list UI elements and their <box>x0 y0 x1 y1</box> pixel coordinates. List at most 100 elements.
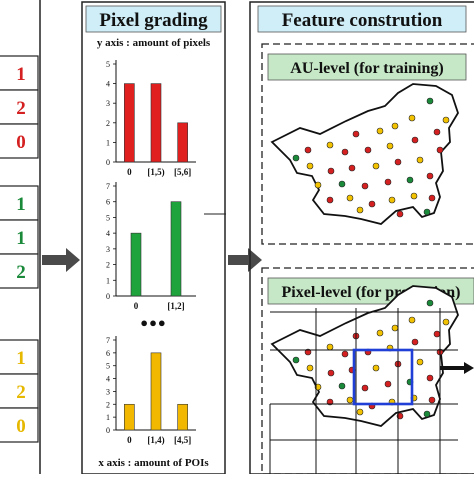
au-poi-dots <box>292 97 450 218</box>
poi-dot <box>384 380 392 388</box>
poi-dot <box>327 369 335 377</box>
x-tick-label: [4,5] <box>174 435 191 445</box>
poi-dot <box>442 318 450 326</box>
table-cell-value: 0 <box>16 132 26 153</box>
table-cell-value: 2 <box>16 382 26 403</box>
poi-dot <box>394 158 402 166</box>
poi-dot <box>304 146 312 154</box>
x-axis-label: x axis : amount of POIs <box>98 457 209 469</box>
pixel-grading-title: Pixel grading <box>99 10 208 31</box>
poi-dot <box>356 408 364 416</box>
left-table-3: 120 <box>0 339 39 443</box>
y-tick-label: 3 <box>106 245 110 254</box>
poi-dot <box>391 324 399 332</box>
table-cell-value: 1 <box>16 194 26 215</box>
poi-dot <box>442 116 450 124</box>
bar <box>150 83 162 163</box>
y-tick-label: 0 <box>106 158 110 167</box>
poi-dot <box>356 206 364 214</box>
poi-dot <box>361 182 369 190</box>
poi-dot <box>433 128 441 136</box>
au-level-box <box>261 43 474 245</box>
poi-dot <box>327 167 335 175</box>
x-tick-label: [1,2] <box>167 301 184 311</box>
ellipsis-dots: ●●● <box>140 315 167 330</box>
y-tick-label: 5 <box>106 362 110 371</box>
table-cell-value: 1 <box>16 64 26 85</box>
poi-dot <box>428 396 436 404</box>
table-cell <box>0 253 39 289</box>
poi-dot <box>408 114 416 122</box>
bar <box>177 403 188 431</box>
bar <box>177 122 188 163</box>
y-tick-label: 2 <box>106 261 110 270</box>
y-tick-label: 4 <box>106 229 110 238</box>
poi-dot <box>411 136 419 144</box>
pixel-grading-panel: Pixel grading y axis : amount of pixels … <box>81 1 226 475</box>
bar <box>170 201 182 297</box>
poi-dot <box>372 364 380 372</box>
poi-dot <box>411 338 419 346</box>
au-level-label-box <box>267 53 467 81</box>
y-tick-label: 3 <box>106 99 110 108</box>
poi-dot <box>306 162 314 170</box>
poi-dot <box>416 358 424 366</box>
table-cell <box>0 407 39 443</box>
table-cell-value: 2 <box>16 98 26 119</box>
poi-dot <box>341 350 349 358</box>
poi-dot <box>384 178 392 186</box>
poi-dot <box>406 176 414 184</box>
poi-dot <box>314 181 322 189</box>
feature-construction-title: Feature constrution <box>282 10 443 31</box>
poi-dot <box>436 146 444 154</box>
y-tick-label: 5 <box>106 213 110 222</box>
au-region-map <box>270 83 459 225</box>
poi-dot <box>361 384 369 392</box>
poi-dot <box>386 142 394 150</box>
poi-dot <box>426 97 434 105</box>
table-cell <box>0 219 39 255</box>
poi-dot <box>416 156 424 164</box>
y-tick-label: 2 <box>106 119 110 128</box>
y-axis-label: y axis : amount of pixels <box>97 37 211 49</box>
y-tick-label: 7 <box>106 336 110 345</box>
bar <box>150 352 162 431</box>
arrow-left-to-grading <box>42 248 80 272</box>
y-tick-label: 1 <box>106 413 110 422</box>
bar <box>130 232 142 297</box>
au-level-label: AU-level (for training) <box>290 60 443 77</box>
poi-dot <box>426 374 434 382</box>
highlighted-pixel <box>352 348 414 406</box>
poi-dot <box>338 382 346 390</box>
poi-dot <box>368 200 376 208</box>
poi-dot <box>428 194 436 202</box>
left-table-1: 1 2 0 <box>0 55 39 159</box>
output-arrow <box>440 362 474 374</box>
bar <box>124 403 135 431</box>
poi-dot <box>326 196 334 204</box>
table-cell-value: 0 <box>16 416 26 437</box>
pixel-grading-title-box <box>85 5 222 33</box>
y-tick-label: 0 <box>106 292 110 301</box>
y-tick-label: 6 <box>106 198 110 207</box>
x-tick-label: [1,5) <box>147 167 164 177</box>
poi-dot <box>346 194 354 202</box>
y-tick-label: 6 <box>106 349 110 358</box>
poi-dot <box>292 356 300 364</box>
x-tick-label: 0 <box>127 435 132 445</box>
y-tick-label: 5 <box>106 60 110 69</box>
table-cell <box>0 373 39 409</box>
y-tick-label: 3 <box>106 387 110 396</box>
y-tick-label: 1 <box>106 276 110 285</box>
poi-dot <box>326 343 334 351</box>
poi-dot <box>426 299 434 307</box>
x-tick-label: 0 <box>127 167 132 177</box>
table-cell <box>0 339 39 375</box>
poi-dot <box>423 410 431 418</box>
